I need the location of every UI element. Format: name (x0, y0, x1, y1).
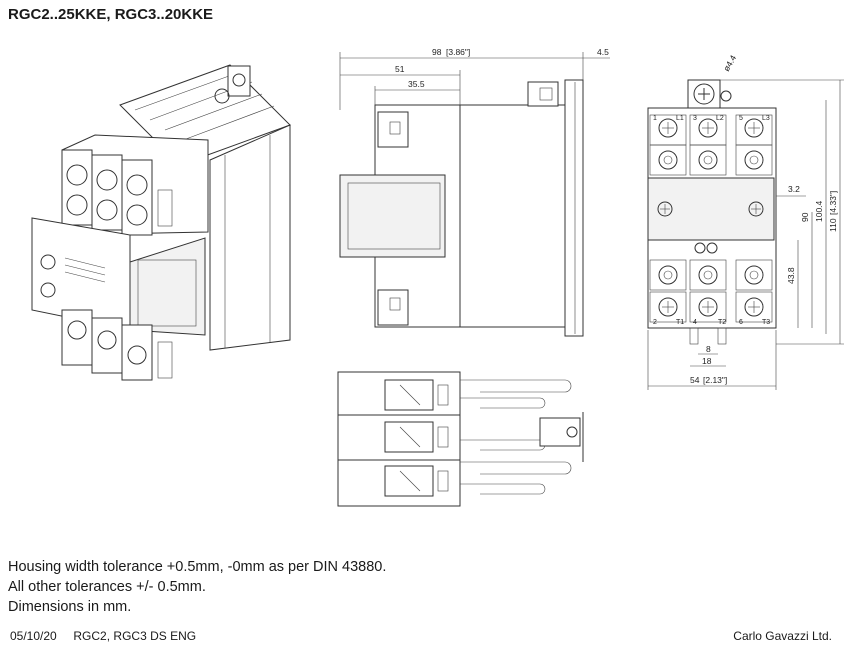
side-view (339, 52, 610, 337)
dim-hole: ø4.4 (721, 53, 738, 73)
footer-left: 05/10/20 RGC2, RGC3 DS ENG (10, 629, 196, 643)
terminal-4-label: 4 (693, 319, 697, 326)
footer-doc: RGC2, RGC3 DS ENG (73, 629, 197, 643)
note-line: Dimensions in mm. (8, 599, 132, 615)
page-title: RGC2..25KKE, RGC3..20KKE (8, 6, 214, 23)
terminal-l1-label: L1 (676, 115, 684, 122)
terminal-t3-label: T3 (762, 319, 770, 326)
terminal-t2-label: T2 (718, 319, 726, 326)
dim-110-in: [4.33"] (828, 191, 838, 215)
dim-54: 54 (690, 375, 700, 385)
isometric-view (31, 64, 291, 381)
dim-4-5: 4.5 (597, 47, 609, 57)
front-view (647, 79, 844, 390)
terminal-3-label: 3 (693, 115, 697, 122)
dim-18: 18 (702, 356, 712, 366)
terminal-1-label: 1 (653, 115, 657, 122)
dim-43-8: 43.8 (786, 267, 796, 284)
dim-3-2: 3.2 (788, 184, 800, 194)
dim-98: 98 (432, 47, 442, 57)
dim-35-5: 35.5 (408, 79, 425, 89)
terminal-t1-label: T1 (676, 319, 684, 326)
terminal-l3-label: L3 (762, 115, 770, 122)
terminal-2-label: 2 (653, 319, 657, 326)
dim-54-in: [2.13"] (703, 375, 727, 385)
terminal-5-label: 5 (739, 115, 743, 122)
footer-company: Carlo Gavazzi Ltd. (733, 629, 832, 643)
dim-110: 110 (828, 218, 838, 232)
notes-block: Housing width tolerance +0.5mm, -0mm as … (8, 557, 386, 617)
terminal-l2-label: L2 (716, 115, 724, 122)
dim-98-in: [3.86"] (446, 47, 470, 57)
top-view (337, 371, 584, 507)
terminal-6-label: 6 (739, 319, 743, 326)
dim-100-4: 100.4 (814, 200, 824, 222)
dim-90: 90 (800, 212, 810, 222)
dim-8: 8 (706, 344, 711, 354)
dim-51: 51 (395, 64, 405, 74)
note-line: Housing width tolerance +0.5mm, -0mm as … (8, 559, 387, 575)
footer-date: 05/10/20 (10, 629, 57, 643)
note-line: All other tolerances +/- 0.5mm. (8, 579, 206, 595)
